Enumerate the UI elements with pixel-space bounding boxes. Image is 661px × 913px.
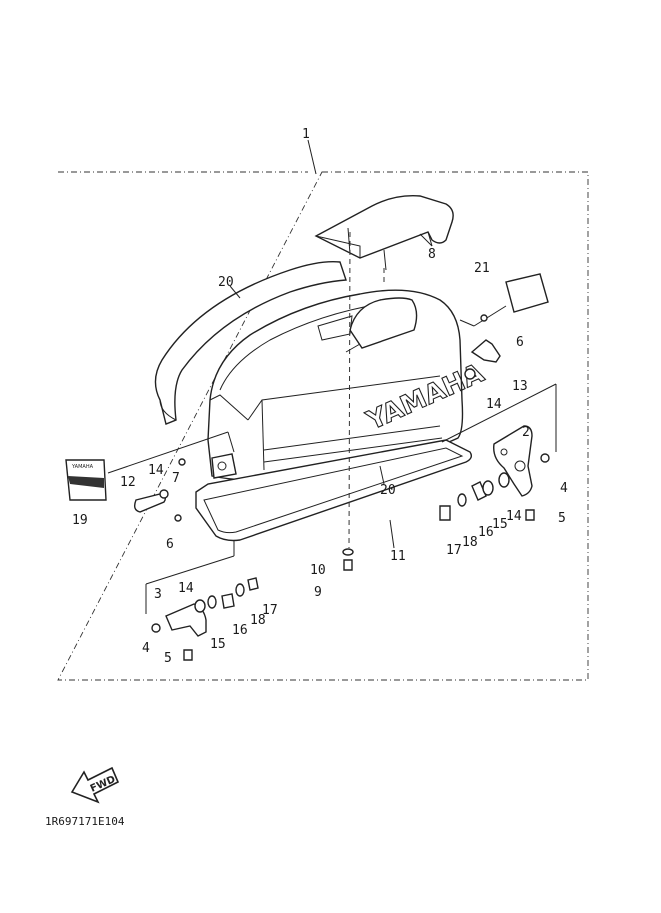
- bolt-washer-center: [342, 548, 354, 571]
- callouts: 1 20 8 21 6 13 14 2 4 5 14 15 16 18 17 2…: [72, 127, 568, 666]
- callout-17b: 17: [262, 603, 278, 618]
- part-code: 1R697171E104: [45, 815, 125, 828]
- center-line: [348, 231, 351, 549]
- callout-15a: 15: [492, 517, 508, 532]
- callout-21: 21: [474, 261, 490, 276]
- seal-strip-upper-part: [154, 260, 347, 425]
- callout-11: 11: [390, 549, 406, 564]
- callout-4b: 4: [142, 641, 150, 656]
- callout-15b: 15: [210, 637, 226, 652]
- callout-14a: 14: [486, 397, 502, 412]
- decal-21-part: [505, 273, 549, 313]
- callout-20b: 20: [380, 483, 396, 498]
- callout-19: 19: [72, 513, 88, 528]
- callout-6a: 6: [516, 335, 524, 350]
- callout-10: 10: [310, 563, 326, 578]
- callout-16a: 16: [478, 525, 494, 540]
- callout-17a: 17: [446, 543, 462, 558]
- callout-6b: 6: [166, 537, 174, 552]
- leader-lines: [107, 233, 557, 614]
- callout-13: 13: [512, 379, 528, 394]
- callout-18a: 18: [462, 535, 478, 550]
- callout-18b: 18: [250, 613, 266, 628]
- callout-3: 3: [154, 587, 162, 602]
- callout-20a: 20: [218, 275, 234, 290]
- callout-8: 8: [428, 247, 436, 262]
- callout-12: 12: [120, 475, 136, 490]
- decal-19-text: YAMAHA: [71, 464, 94, 470]
- bottom-seal-part: [195, 439, 473, 542]
- forward-arrow-icon: FWD: [70, 766, 120, 804]
- callout-14b: 14: [506, 509, 522, 524]
- callout-4a: 4: [560, 481, 568, 496]
- callout-7: 7: [172, 471, 180, 486]
- callout-16b: 16: [232, 623, 248, 638]
- callout-14c: 14: [148, 463, 164, 478]
- assembly-frame: [57, 139, 589, 681]
- callout-2: 2: [522, 425, 530, 440]
- decal-19-part: YAMAHA: [65, 459, 107, 501]
- right-lock-assembly: [439, 314, 550, 521]
- callout-1: 1: [302, 127, 310, 142]
- callout-5b: 5: [164, 651, 172, 666]
- callout-5a: 5: [558, 511, 566, 526]
- left-lock-assembly: [133, 453, 259, 661]
- callout-14d: 14: [178, 581, 194, 596]
- callout-9: 9: [314, 585, 322, 600]
